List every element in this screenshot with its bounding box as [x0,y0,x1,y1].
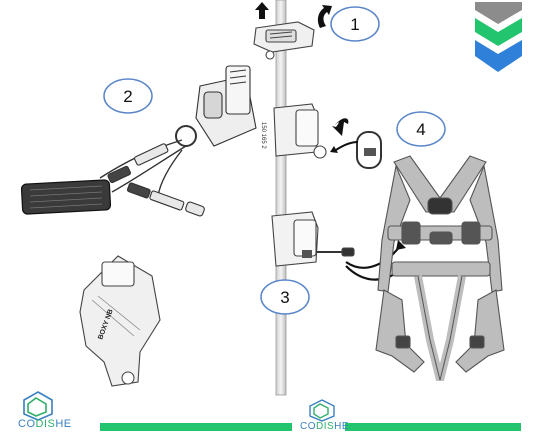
brand-wordmark-center: CODISHE [300,421,349,432]
up-arrow-icon [255,2,269,19]
footer-bar [100,423,521,431]
brand-highlight: DIS [316,421,335,432]
brand-prefix: CO [18,418,36,430]
lanyard-connector-upper [107,143,169,184]
brand-logo-left-icon [23,391,53,421]
insert-arrow-icon [332,118,349,136]
callout-4: 4 [396,111,446,147]
callout-1-label: 1 [350,15,359,34]
callout-2-label: 2 [123,87,132,106]
step1-device [253,21,315,60]
carabiner-icon [356,131,382,169]
callout-1: 1 [330,6,380,42]
step4-harness [375,155,505,381]
attach-arrowhead-icon [396,240,406,250]
rotate-arrow-icon [317,5,332,28]
cam-device-detail [79,255,161,387]
callout-3-label: 3 [280,288,289,307]
open-arrester-on-rope [273,103,327,159]
gate-arrow-icon [335,141,359,151]
step3-arrester [271,211,355,267]
callout-3: 3 [260,279,310,315]
brand-suffix: HE [55,418,72,430]
gate-arrowhead-icon [330,146,338,153]
brand-suffix: HE [334,421,350,432]
chevron-logo-icon [475,2,522,72]
callout-4-label: 4 [416,120,425,139]
arrester-marking: 150 165 2 [260,122,266,149]
brand-highlight: DIS [35,418,56,430]
vertical-lifeline [275,0,287,396]
brand-wordmark-left: CODISHE [18,418,72,430]
brand-logo-center-icon [309,399,335,422]
step2-fall-arrester [175,65,257,147]
brand-prefix: CO [300,421,316,432]
callout-2: 2 [103,78,153,114]
energy-absorber-pack [20,179,112,215]
lanyard-connector-lower [126,182,205,217]
